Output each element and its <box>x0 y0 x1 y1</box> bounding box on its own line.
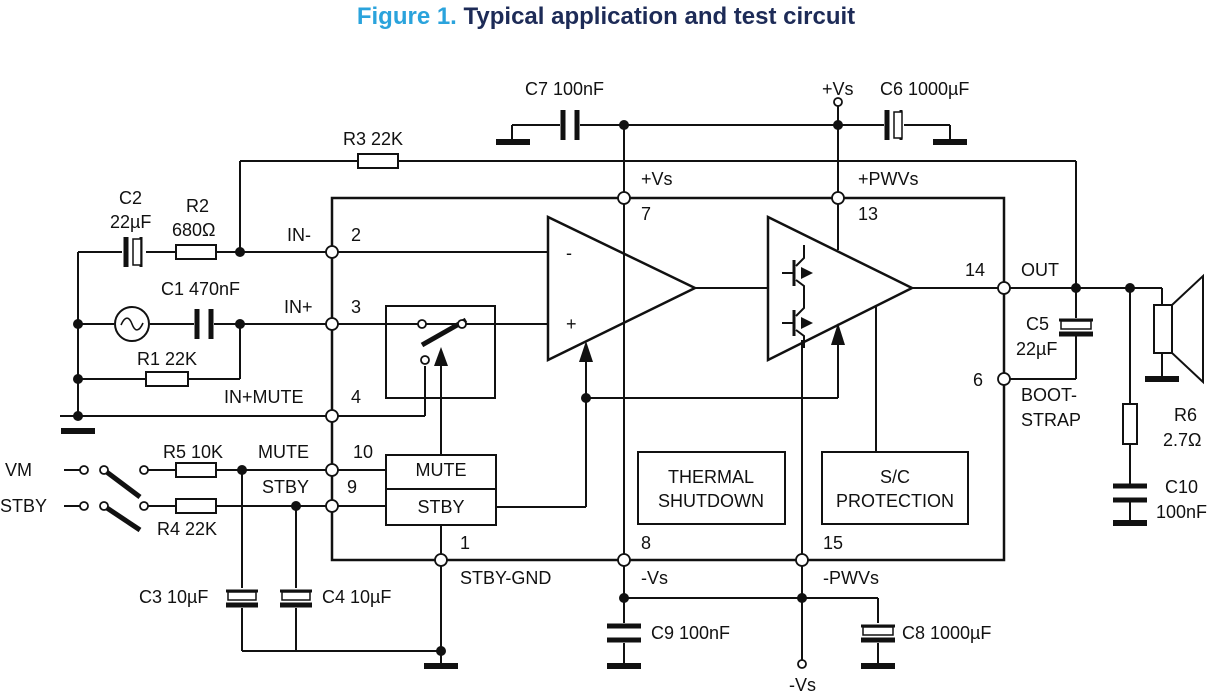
pin-name-in-plus-mute: IN+MUTE <box>224 387 304 407</box>
label-r3: R3 22K <box>343 129 403 149</box>
ground-symbol-icon <box>607 663 641 669</box>
pin-name-bootstrap-1: BOOT- <box>1021 385 1077 405</box>
figure-number: Figure 1. <box>356 3 457 30</box>
label-r4: R4 22K <box>157 519 217 539</box>
pin-num-8: 8 <box>641 533 651 553</box>
pin-num-6: 6 <box>973 370 983 390</box>
label-bottom-vs: -Vs <box>789 675 816 693</box>
ac-source-icon <box>114 306 150 342</box>
pin-num-9: 9 <box>347 477 357 497</box>
label-c5-name: C5 <box>1026 314 1049 334</box>
label-c9: C9 100nF <box>651 623 730 643</box>
sc-protection-block <box>821 451 969 525</box>
ground-symbols <box>61 139 1179 669</box>
terminals <box>79 97 1011 669</box>
pin-name-neg-vs: -Vs <box>641 568 668 588</box>
resistor-r6-icon <box>1122 403 1138 445</box>
speaker-icon <box>1153 273 1204 385</box>
label-r2-name: R2 <box>186 196 209 216</box>
pin-name-bootstrap-2: STRAP <box>1021 410 1081 430</box>
block-label-sc-2: PROTECTION <box>836 491 954 511</box>
power-amp <box>766 214 915 363</box>
pin-name-stby-gnd: STBY-GND <box>460 568 551 588</box>
resistors <box>145 153 1138 514</box>
resistor-r5-icon <box>175 462 217 478</box>
label-c10-name: C10 <box>1165 477 1198 497</box>
label-c1: C1 470nF <box>161 279 240 299</box>
ground-symbol-icon <box>861 663 895 669</box>
label-c4: C4 10µF <box>322 587 391 607</box>
opamp-plus-sign: + <box>566 314 577 334</box>
pin-name-out: OUT <box>1021 260 1059 280</box>
label-r1: R1 22K <box>137 349 197 369</box>
resistor-r2-icon <box>175 244 217 260</box>
label-top-vs: +Vs <box>822 79 854 99</box>
resistor-r3-icon <box>357 153 399 169</box>
ground-symbol-icon <box>1145 376 1179 382</box>
label-c5-value: 22µF <box>1016 339 1057 359</box>
block-label-thermal-1: THERMAL <box>668 467 754 487</box>
ground-symbol-icon <box>61 428 95 434</box>
label-r6-value: 2.7Ω <box>1163 430 1201 450</box>
label-c7: C7 100nF <box>525 79 604 99</box>
ground-symbol-icon <box>933 139 967 145</box>
label-r6-name: R6 <box>1174 405 1197 425</box>
ground-symbol-icon <box>424 663 458 669</box>
pin-name-pos-vs: +Vs <box>641 169 673 189</box>
label-c10-value: 100nF <box>1156 502 1207 522</box>
thermal-shutdown-block <box>637 451 786 525</box>
opamp-minus-sign: - <box>566 243 572 263</box>
pin-name-mute: MUTE <box>258 442 309 462</box>
pin-name-in-minus: IN- <box>287 225 311 245</box>
label-c2-name: C2 <box>119 188 142 208</box>
wiring <box>60 102 1163 664</box>
op-amp-1 <box>546 215 698 363</box>
arrows <box>434 267 845 366</box>
pin-num-10: 10 <box>353 442 373 462</box>
block-label-stby: STBY <box>417 497 464 517</box>
pin-name-stby: STBY <box>262 477 309 497</box>
junctions <box>73 120 1135 656</box>
resistor-r4-icon <box>175 498 217 514</box>
resistor-r1-icon <box>145 371 189 387</box>
pin-num-15: 15 <box>823 533 843 553</box>
pin-name-pos-pwvs: +PWVs <box>858 169 919 189</box>
pin-num-13: 13 <box>858 204 878 224</box>
label-vstby: VSTBY <box>0 496 47 516</box>
label-c8: C8 1000µF <box>902 623 991 643</box>
pin-num-4: 4 <box>351 387 361 407</box>
pin-num-2: 2 <box>351 225 361 245</box>
pin-num-7: 7 <box>641 204 651 224</box>
pin-name-neg-pwvs: -PWVs <box>823 568 879 588</box>
figure-title: Figure 1. Typical application and test c… <box>0 3 1212 31</box>
block-label-sc-1: S/C <box>880 467 910 487</box>
pin-num-1: 1 <box>460 533 470 553</box>
label-vm: VM <box>5 460 32 480</box>
figure-caption: Typical application and test circuit <box>463 3 856 30</box>
label-r5: R5 10K <box>163 442 223 462</box>
pin-num-3: 3 <box>351 297 361 317</box>
ground-symbol-icon <box>496 139 530 145</box>
label-c6: C6 1000µF <box>880 79 969 99</box>
label-c3: C3 10µF <box>139 587 208 607</box>
block-label-thermal-2: SHUTDOWN <box>658 491 764 511</box>
label-r2-value: 680Ω <box>172 220 216 240</box>
pin-name-in-plus: IN+ <box>284 297 313 317</box>
block-label-mute: MUTE <box>416 460 467 480</box>
pin-num-14: 14 <box>965 260 985 280</box>
label-c2-value: 22µF <box>110 212 151 232</box>
ground-symbol-icon <box>1113 520 1147 526</box>
